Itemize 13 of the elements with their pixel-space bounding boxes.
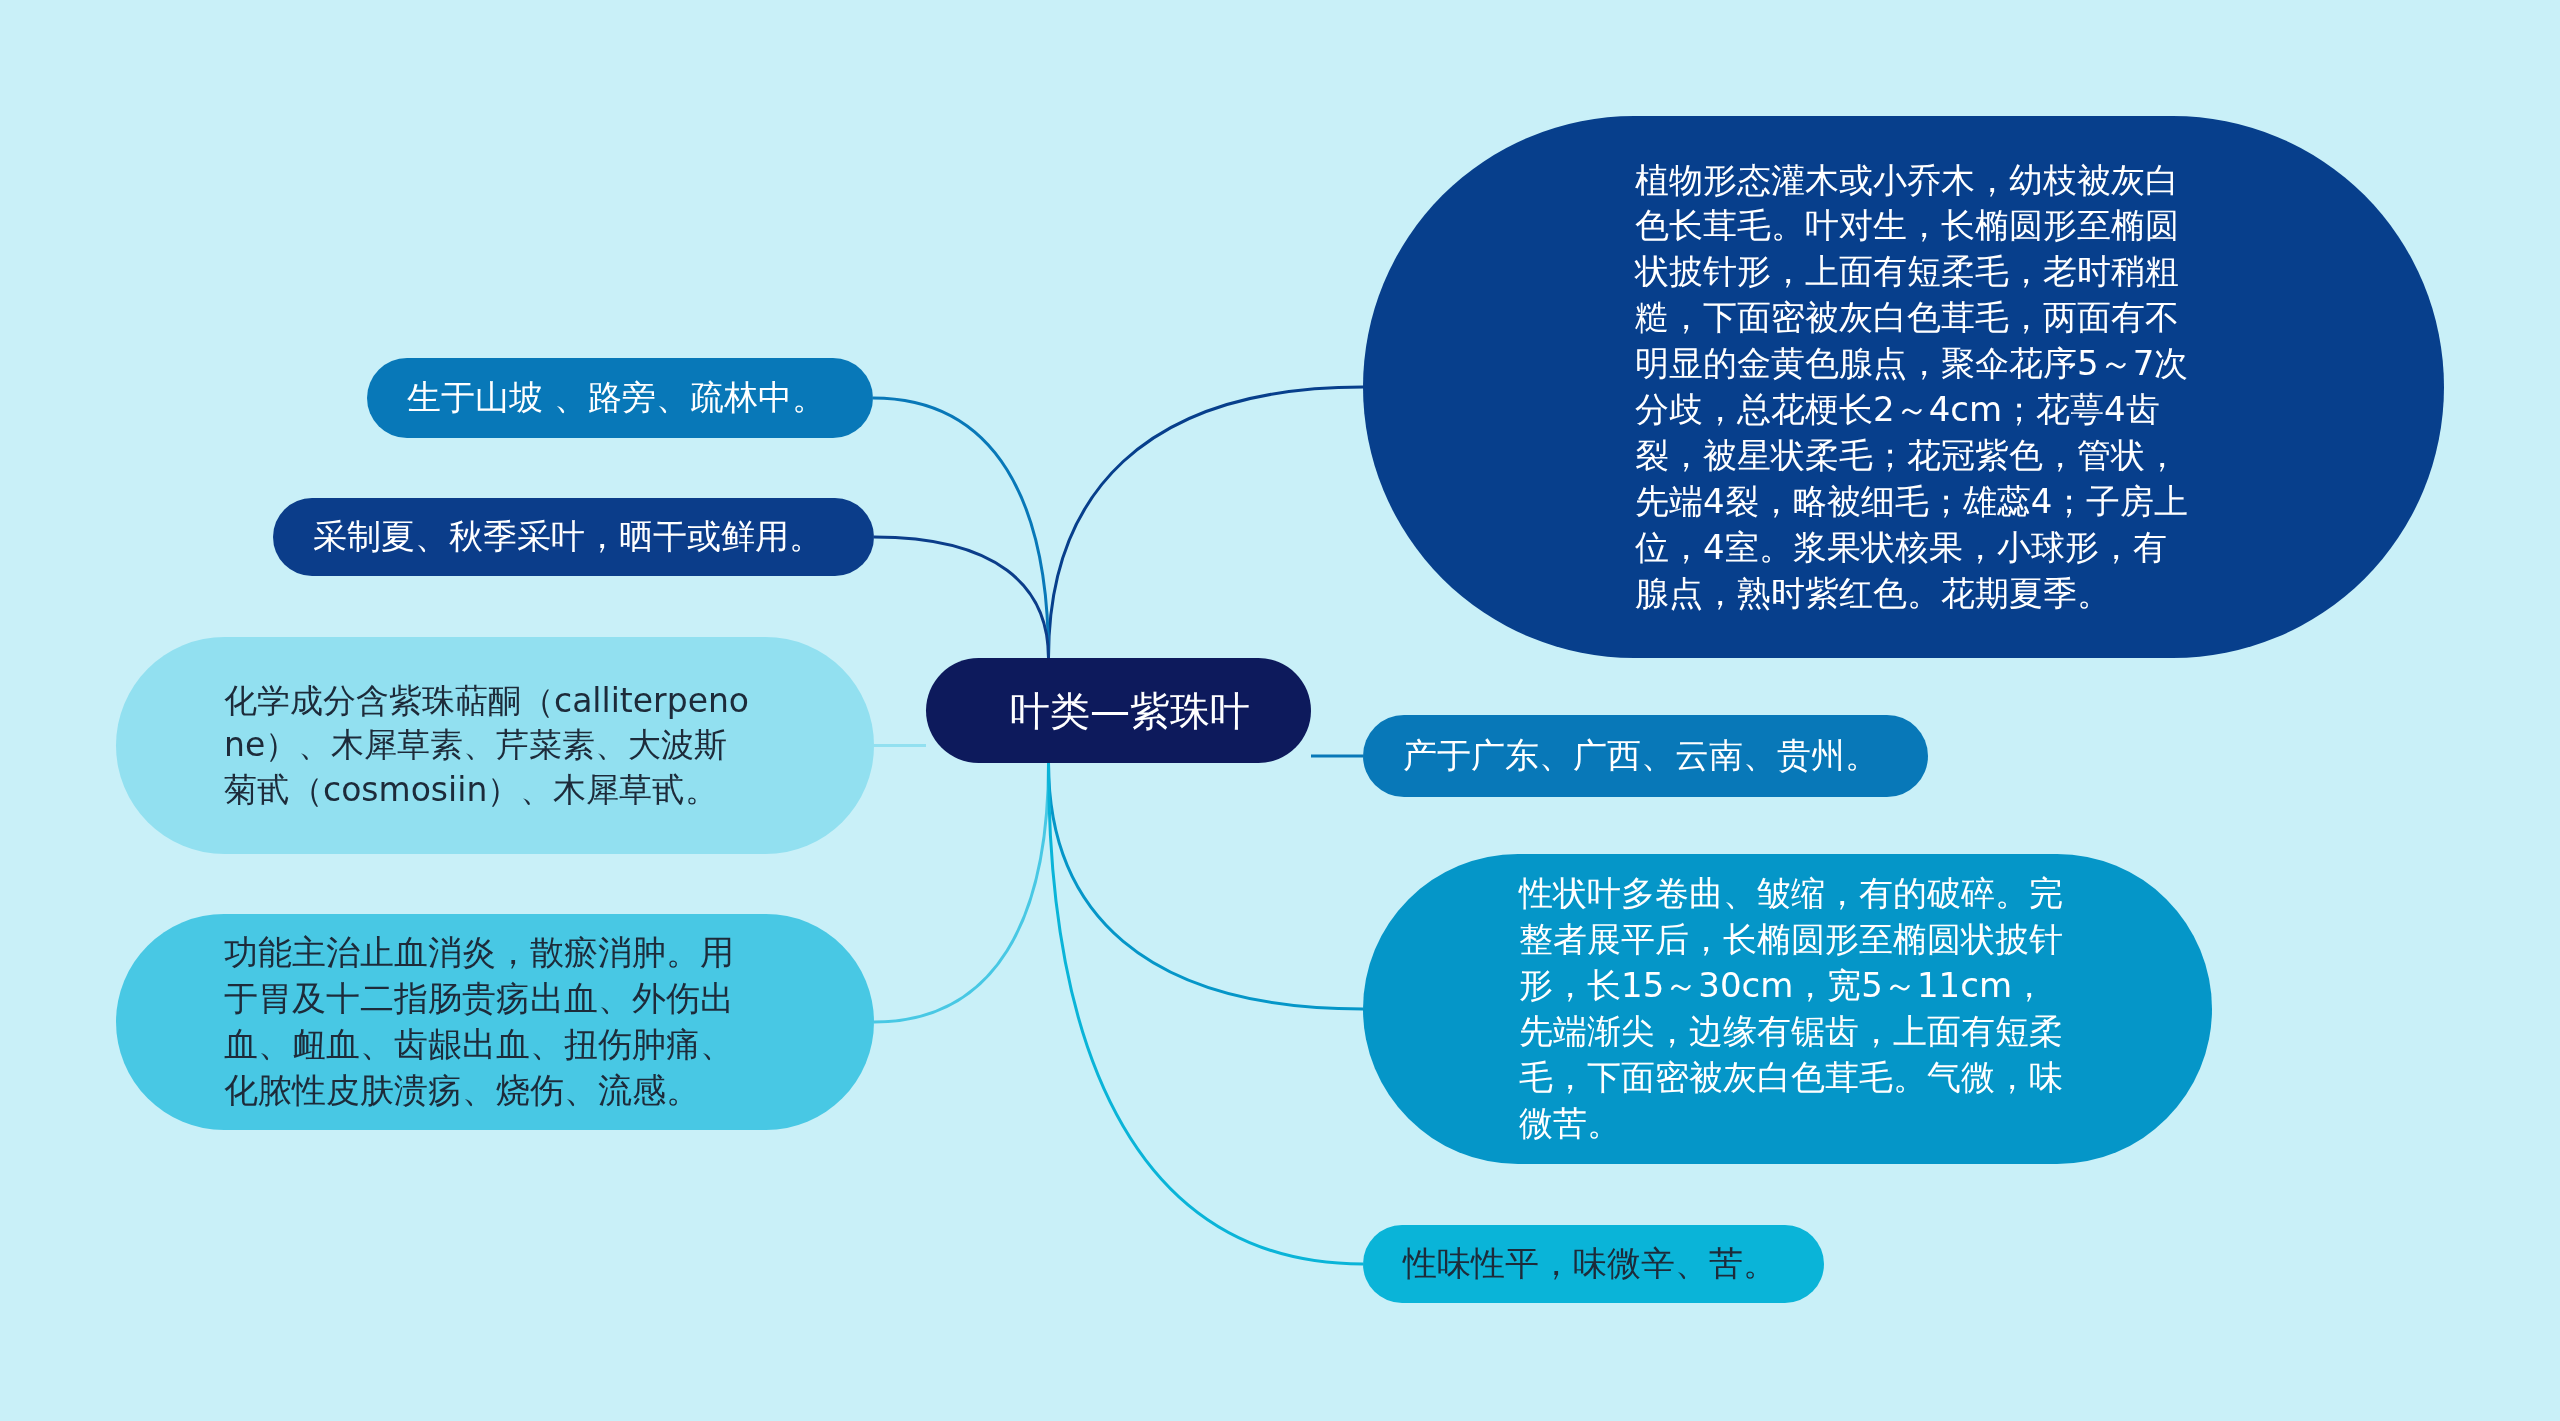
node-text: 采制夏、秋季采叶，晒干或鲜用。	[313, 515, 824, 559]
node-text: 产于广东、广西、云南、贵州。	[1403, 734, 1880, 778]
connector-line	[874, 744, 926, 747]
topic-title: 叶类—紫珠叶	[1009, 686, 1251, 736]
node-text: 植物形态灌木或小乔木，幼枝被灰白色长茸毛。叶对生，长椭圆形至椭圆状披针形，上面有短柔毛，老时稍粗糙，下面密被灰白色茸毛，两面有不明显的金黄色腺点，聚伞花序5～7次分歧，总花梗长2～4cm；花萼4齿裂，被星状柔毛；花冠紫色，管状，先端4裂，略被细毛；雄蕊4；子房上位，4室。浆果状核果，小球形，有腺点，熟时紫红色。花期夏季。	[1635, 158, 2190, 615]
node-text: 生于山坡 、路旁、疏林中。	[407, 376, 827, 420]
connector-line	[1311, 754, 1363, 758]
node-text: 性状叶多卷曲、皱缩，有的破碎。完整者展平后，长椭圆形至椭圆状披针形，长15～30cm，宽5～11cm，先端渐尖，边缘有锯齿，上面有短柔毛，下面密被灰白色茸毛。气微，味微苦。	[1519, 872, 2064, 1145]
node-text: 功能主治止血消炎，散瘀消肿。用于胃及十二指肠贵疡出血、外伤出血、衄血、齿龈出血、扭伤肿痛、化脓性皮肤溃疡、烧伤、流感。	[224, 931, 735, 1112]
connector-line	[873, 535, 1050, 659]
node-text: 性味性平，味微辛、苦。	[1403, 1242, 1778, 1286]
connector-line	[1047, 762, 1364, 1266]
node-text: 化学成分含紫珠萜酮（calliterpenone）、木犀草素、芹菜素、大波斯菊甙（cosmosiin）、木犀草甙。	[224, 679, 751, 811]
